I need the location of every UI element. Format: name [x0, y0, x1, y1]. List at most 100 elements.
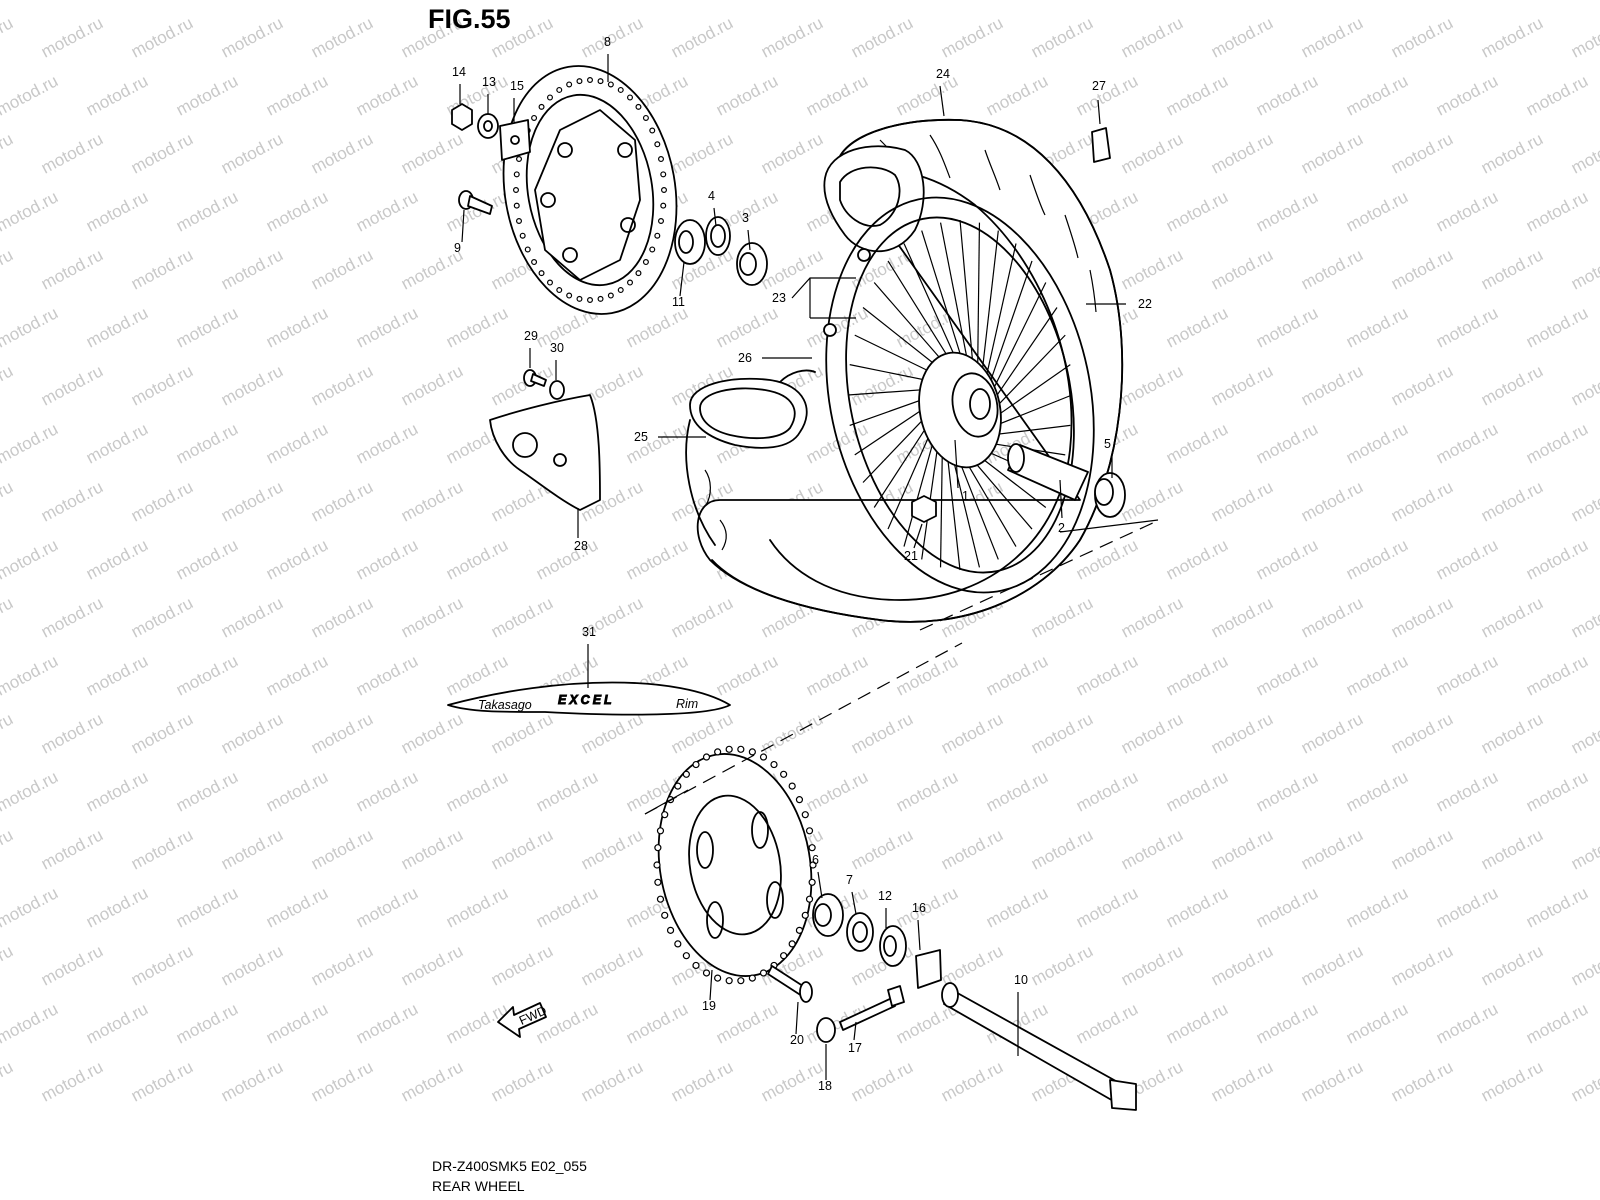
rear-tire: [696, 118, 1124, 623]
callout-labels: 1234567891011121314151617181920212223242…: [452, 35, 1152, 1093]
axle-spacer: [1007, 443, 1089, 501]
disc-hole: [627, 279, 634, 286]
sprocket-tooth: [801, 811, 809, 819]
sprocket-tooth: [674, 782, 682, 790]
disc-hole: [513, 171, 520, 178]
callout-29: 29: [524, 329, 538, 343]
valve-cap: [1091, 127, 1111, 163]
leader-line-19: [709, 969, 713, 1001]
spacer-11: [674, 219, 706, 265]
washer-30: [549, 380, 565, 400]
sprocket-tooth: [661, 811, 669, 819]
disc-hole: [660, 202, 667, 209]
spoke: [979, 230, 999, 388]
adjuster-bolt-17: [839, 985, 905, 1031]
disc-hole: [660, 171, 667, 178]
disc-hole: [654, 141, 661, 148]
oil-seal-7: [846, 912, 874, 952]
leader-line-6: [817, 871, 823, 899]
plate-15: [499, 119, 531, 161]
sprocket-tooth: [788, 782, 796, 790]
callout-13: 13: [482, 75, 496, 89]
sprocket-tooth: [682, 770, 690, 778]
spoke: [976, 222, 981, 383]
callout-17: 17: [848, 1041, 862, 1055]
spoke: [939, 222, 971, 376]
callout-6: 6: [812, 853, 819, 867]
disc-hole: [531, 114, 538, 121]
callout-30: 30: [550, 341, 564, 355]
washer-13: [477, 113, 499, 139]
callout-15: 15: [510, 79, 524, 93]
disc-guard: [489, 394, 601, 511]
callout-28: 28: [574, 539, 588, 553]
disc-hole: [654, 232, 661, 239]
sprocket-tooth: [805, 827, 814, 835]
sprocket-tooth: [656, 895, 665, 903]
disc-hole: [642, 259, 649, 266]
callout-27: 27: [1092, 79, 1106, 93]
chain-adjuster-16: [915, 949, 942, 989]
rear-sprocket: [653, 745, 817, 985]
sprocket-tooth: [809, 861, 817, 869]
fwd-label: FWD: [517, 1003, 549, 1027]
sprocket-tooth: [808, 844, 816, 852]
leader-lines: [459, 54, 1126, 1080]
sprocket-tooth: [653, 861, 661, 869]
disc-hole: [617, 287, 624, 294]
callout-5: 5: [1104, 437, 1111, 451]
brake-disc: [502, 65, 678, 315]
disc-hole: [642, 114, 649, 121]
bearing-3: [736, 242, 768, 286]
sprocket-tooth: [759, 753, 768, 761]
disc-hole: [649, 246, 656, 253]
spoke-nipple-23: [823, 248, 871, 337]
callout-22: 22: [1138, 297, 1152, 311]
leader-line-21: [913, 523, 923, 549]
spoke: [959, 219, 975, 379]
decal-name-text: EXCEL: [558, 693, 615, 707]
disc-hole: [658, 217, 665, 224]
disc-hole: [635, 270, 642, 277]
disc-hole: [660, 187, 667, 194]
leader-line-20: [795, 1001, 799, 1035]
bearing-5: [1094, 472, 1126, 518]
callout-23: 23: [772, 291, 786, 305]
disc-hole: [515, 217, 522, 224]
sprocket-tooth: [759, 969, 768, 977]
spoke: [983, 260, 1033, 400]
sprocket-tooth: [748, 748, 756, 756]
sprocket-tooth: [801, 911, 809, 919]
sprocket-tooth: [795, 926, 804, 934]
disc-hole: [519, 232, 526, 239]
callout-1: 1: [962, 489, 969, 503]
bearing-6: [812, 893, 844, 937]
leader-line-2: [1059, 479, 1063, 519]
callout-19: 19: [702, 999, 716, 1013]
disc-hole: [635, 103, 642, 110]
nut-18: [816, 1017, 836, 1043]
sprocket-tooth: [714, 748, 722, 756]
sprocket-tooth: [725, 977, 733, 985]
leader-line-11: [679, 261, 685, 297]
disc-hole: [607, 81, 614, 88]
spoke: [903, 243, 963, 373]
disc-hole: [556, 287, 563, 294]
nut-14: [451, 103, 473, 131]
callout-4: 4: [708, 189, 715, 203]
disc-hole: [556, 86, 563, 93]
spoke: [981, 243, 1017, 394]
assembly-guides: [644, 519, 1159, 815]
disc-hole: [576, 78, 583, 85]
figure-title: FIG.55: [428, 4, 511, 34]
sprocket-tooth: [795, 796, 804, 804]
decal-suffix-text: Rim: [676, 697, 698, 711]
sprocket-bolt-20: [767, 965, 813, 1003]
callout-12: 12: [878, 889, 892, 903]
sprocket-tooth: [692, 961, 700, 970]
diagram-caption: REAR WHEEL: [432, 1178, 525, 1194]
leader-line-27: [1097, 99, 1101, 125]
rear-axle: [941, 982, 1137, 1111]
disc-hole: [538, 103, 545, 110]
